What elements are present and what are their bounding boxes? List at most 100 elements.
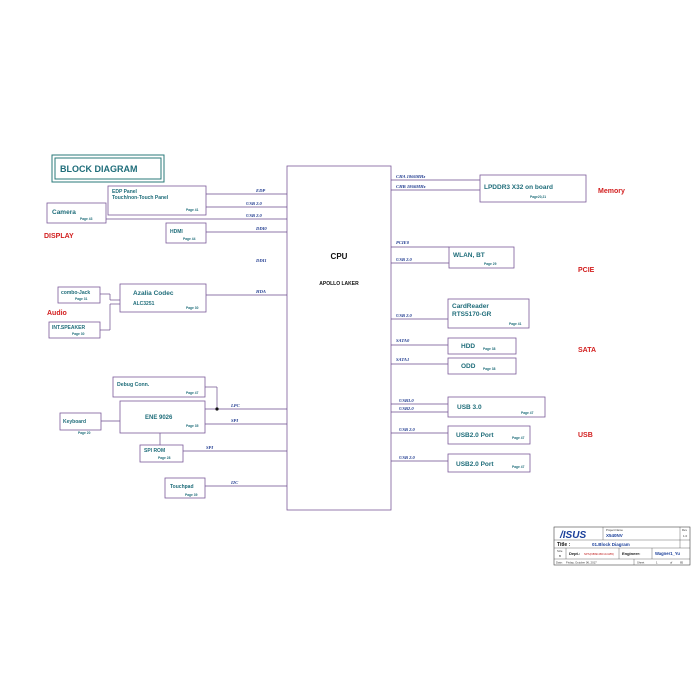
signal-usb20-edp: USB 2.0	[246, 201, 263, 206]
spi-rom-block[interactable]: SPI ROM Page 28	[139, 444, 184, 463]
touchpad-page: Page 39	[185, 493, 198, 497]
combo-jack-label: combo-Jack	[61, 290, 90, 296]
signal-i2c: I2C	[230, 480, 239, 485]
hdd-block[interactable]: HDD Page 38	[447, 337, 517, 355]
size-label: Size	[557, 549, 563, 553]
codec-label: Azalia Codec	[133, 290, 174, 297]
edp-panel-block[interactable]: EDP Panel Touch/non-Touch Panel Page 41	[107, 185, 207, 216]
signal-ddi1: DDI1	[255, 258, 267, 263]
wlan-bt-page: Page 29	[484, 262, 497, 266]
title-value: 01.Block Diagram	[592, 542, 630, 547]
touchpad-label: Touchpad	[170, 484, 194, 490]
wlan-bt-label: WLAN, BT	[453, 252, 485, 259]
diagram-title: BLOCK DIAGRAM	[60, 164, 138, 174]
combo-jack-page: Page 31	[75, 297, 88, 301]
odd-label: ODD	[461, 363, 476, 370]
codec-sublabel: ALC3251	[133, 301, 155, 307]
debug-conn-label: Debug Conn.	[117, 382, 150, 388]
debug-conn-block[interactable]: Debug Conn. Page 47	[112, 376, 206, 398]
project-name-label: Project Name	[606, 528, 623, 532]
signal-hda: HDA	[255, 289, 266, 294]
usb30-block[interactable]: USB 3.0 Page 47	[447, 396, 546, 418]
ene-block[interactable]: ENE 9026 Page 35	[119, 400, 206, 434]
signal-sata1: SATA1	[396, 357, 409, 362]
camera-block[interactable]: Camera Page 43	[46, 202, 107, 224]
combo-jack-block[interactable]: combo-Jack Page 31	[57, 286, 101, 304]
usb20-port-1-block[interactable]: USB2.0 Port Page 47	[447, 425, 531, 445]
signal-sata0: SATA0	[396, 338, 410, 343]
hdmi-label: HDMI	[170, 229, 183, 235]
section-usb: USB	[578, 432, 593, 439]
hdmi-page: Page 44	[183, 237, 196, 241]
left-wires	[100, 193, 287, 487]
signal-lpc: LPC	[230, 403, 241, 408]
of-label: of	[670, 561, 673, 565]
signal-ddi0: DDI0	[255, 226, 267, 231]
camera-page: Page 43	[80, 217, 93, 221]
codec-block[interactable]: Azalia Codec ALC3251 Page 30	[119, 283, 207, 313]
odd-block[interactable]: ODD Page 38	[447, 357, 517, 375]
camera-label: Camera	[52, 209, 76, 216]
edp-panel-label: EDP Panel	[112, 189, 138, 195]
usb20-port-2-label: USB2.0 Port	[456, 461, 494, 468]
hdmi-block[interactable]: HDMI Page 44	[165, 222, 207, 244]
engineer-value: Wagner1_Yu	[655, 551, 680, 556]
lpddr3-block[interactable]: LPDDR3 X32 on board Page20,21	[479, 174, 587, 203]
size-value: B	[559, 554, 561, 558]
signal-chb: CHB 1866MHz	[396, 184, 426, 189]
cpu-label: CPU	[331, 252, 348, 261]
keyboard-block[interactable]: Keyboard Page 20	[59, 412, 102, 435]
edp-panel-sublabel: Touch/non-Touch Panel	[112, 195, 169, 201]
title-label: Title :	[557, 542, 571, 548]
cpu-block[interactable]: CPU APOLLO LAKER	[286, 165, 392, 511]
signal-pcie0: PCIE0	[396, 240, 410, 245]
section-display: DISPLAY	[44, 233, 74, 240]
signal-usb20-wlan: USB 2.0	[396, 257, 413, 262]
hdd-page: Page 38	[483, 347, 496, 351]
asus-logo-icon: /ISUS	[559, 530, 586, 541]
lpddr3-page: Page20,21	[530, 195, 546, 199]
spi-rom-page: Page 28	[158, 456, 171, 460]
touchpad-block[interactable]: Touchpad Page 39	[164, 477, 206, 499]
signal-usb20-port-2: USB 2.0	[399, 455, 416, 460]
usb30-label: USB 3.0	[457, 404, 482, 411]
dept-label: Dept.:	[569, 551, 580, 556]
wlan-bt-block[interactable]: WLAN, BT Page 29	[448, 246, 515, 269]
int-speaker-page: Page 30	[72, 332, 85, 336]
signal-usb20-port-1: USB 2.0	[399, 427, 416, 432]
signal-usb20-camera: USB 2.0	[246, 213, 263, 218]
signal-labels: EDP USB 2.0 USB 2.0 DDI0 DDI1 HDA LPC SP…	[206, 174, 426, 485]
project-name: X540NV	[606, 533, 623, 538]
right-wires	[391, 179, 480, 462]
signal-spi-2: SPI	[206, 445, 213, 450]
usb30-page: Page 47	[521, 411, 534, 415]
sheet-value: 1	[656, 561, 658, 565]
cardreader-label: CardReader	[452, 303, 489, 310]
ene-page: Page 35	[186, 424, 199, 428]
debug-conn-page: Page 47	[186, 391, 199, 395]
keyboard-page: Page 20	[78, 431, 91, 435]
of-value: 85	[680, 561, 684, 565]
dept-value: NPS(NBSD-BD10-GB5)	[584, 552, 614, 556]
usb20-port-2-block[interactable]: USB2.0 Port Page 47	[447, 453, 531, 473]
rev-label: Rev	[682, 528, 688, 532]
section-sata: SATA	[578, 347, 596, 354]
sheet-label: Sheet	[637, 561, 645, 565]
spi-rom-label: SPI ROM	[144, 448, 165, 454]
signal-spi-1: SPI	[231, 418, 238, 423]
title-block: /ISUS Project Name X540NV Rev 1.0 Title …	[553, 526, 691, 566]
codec-page: Page 30	[186, 306, 199, 310]
date-label: Date:	[556, 561, 563, 565]
edp-panel-page: Page 41	[186, 208, 199, 212]
signal-cha: CHA 1866MHz	[396, 174, 425, 179]
cardreader-block[interactable]: CardReader RTS5170-GR Page 41	[447, 298, 530, 329]
usb20-port-2-page: Page 47	[512, 465, 525, 469]
cardreader-sublabel: RTS5170-GR	[452, 311, 492, 318]
odd-page: Page 38	[483, 367, 496, 371]
cardreader-page: Page 41	[509, 322, 522, 326]
lpddr3-label: LPDDR3 X32 on board	[484, 184, 553, 191]
section-pcie: PCIE	[578, 267, 595, 274]
int-speaker-block[interactable]: INT.SPEAKER Page 30	[48, 321, 101, 339]
date-value: Friday, October 06, 2017	[566, 561, 597, 565]
